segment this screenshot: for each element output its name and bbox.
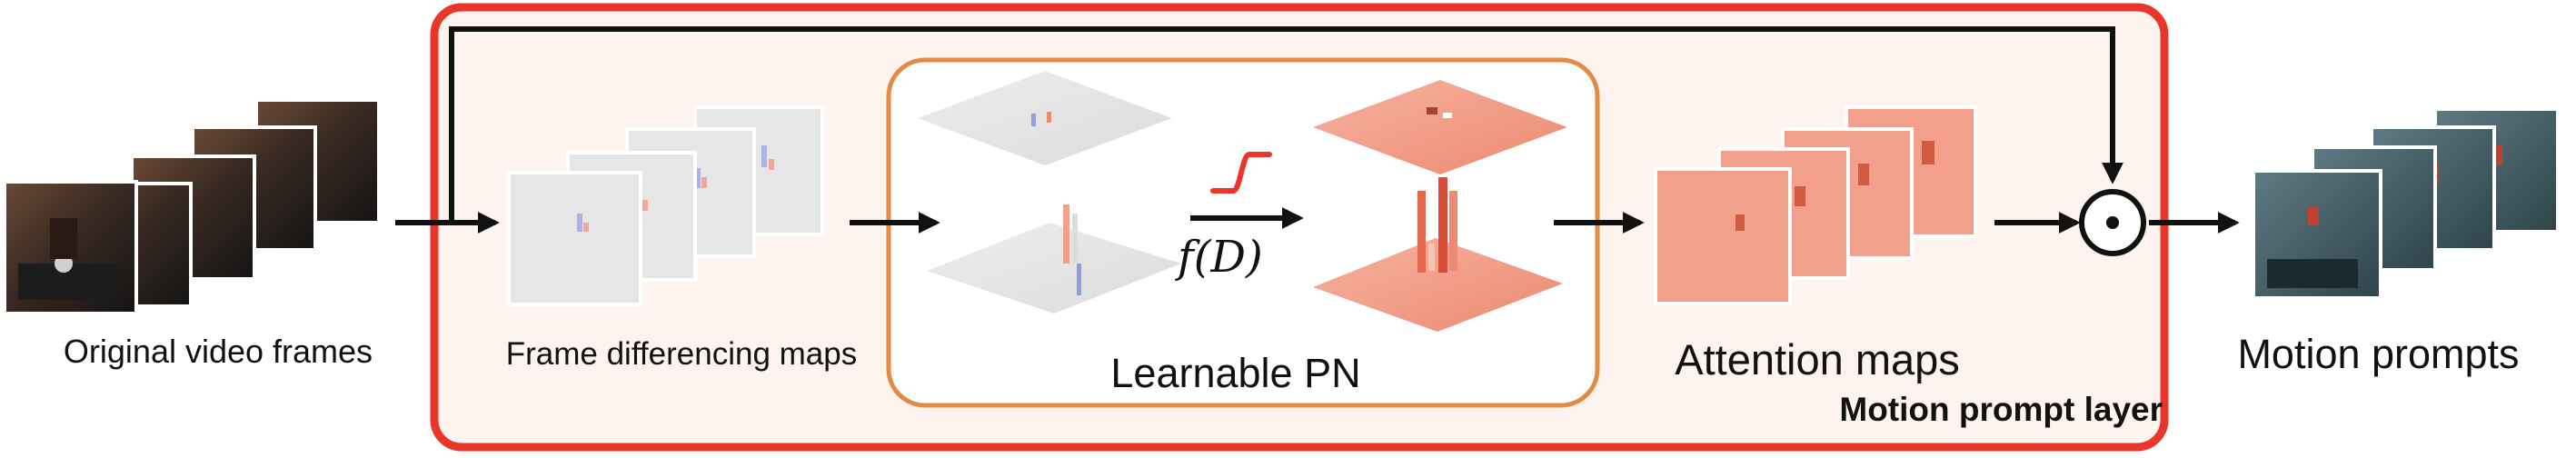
motion-prompt-layer-label: Motion prompt layer	[1839, 391, 2163, 428]
original-frames-label: Original video frames	[63, 333, 373, 370]
skip-connection-arrow	[449, 26, 2123, 223]
learnable-pn-label: Learnable PN	[1110, 350, 1361, 396]
pn-input-plane-top	[918, 71, 1172, 165]
frame-differencing-stack	[507, 105, 824, 306]
motion-prompts-stack	[2252, 107, 2560, 300]
prompt-frame	[2252, 169, 2382, 300]
original-frames-stack	[3, 98, 381, 315]
pn-output-plane-top	[1313, 80, 1567, 174]
sigmoid-curve-icon	[1210, 152, 1272, 194]
attention-maps-label: Attention maps	[1675, 335, 1960, 383]
circled-dot-icon	[2079, 189, 2146, 256]
pn-input-surface	[927, 204, 1181, 314]
attention-maps-stack	[1654, 105, 1977, 305]
frame-diff-label: Frame differencing maps	[505, 336, 858, 372]
pn-output-surface	[1313, 177, 1563, 332]
attention-map	[1654, 167, 1792, 305]
transform-function-label: f(D)	[1178, 232, 1263, 283]
motion-prompts-label: Motion prompts	[2237, 331, 2520, 377]
diff-map	[507, 171, 642, 306]
video-frame	[3, 180, 138, 315]
